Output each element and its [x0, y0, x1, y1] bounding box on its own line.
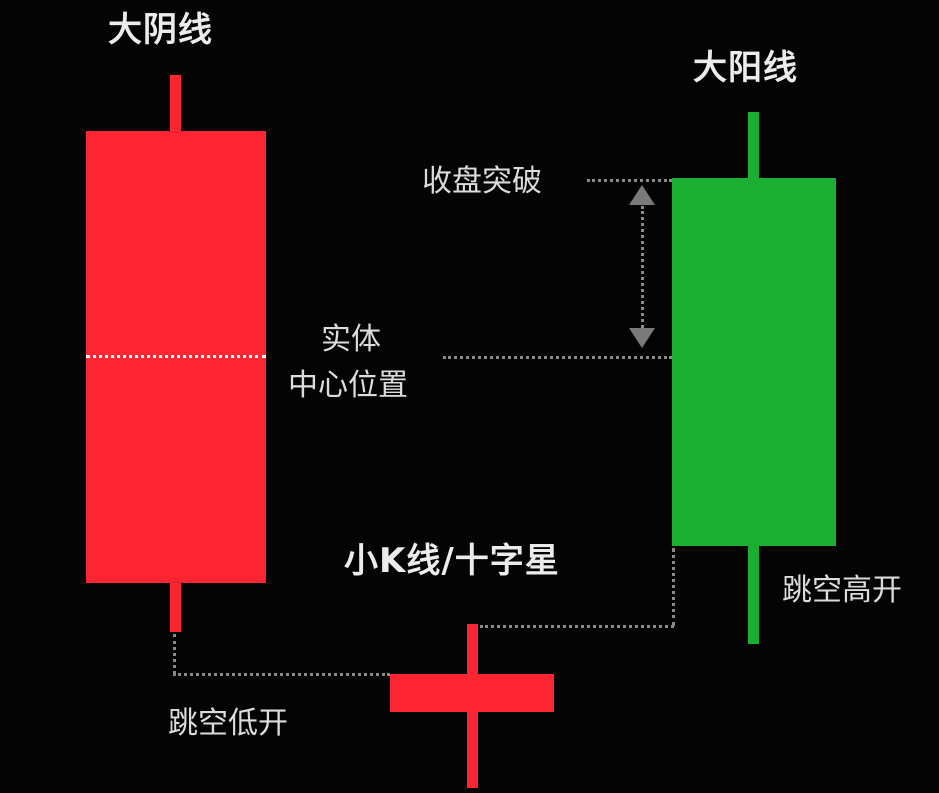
- gap-up-vertical-guide: [672, 548, 675, 626]
- bullish-candle-lower-wick: [748, 543, 759, 644]
- arrow-down-icon: [629, 328, 655, 348]
- bearish-title: 大阴线: [108, 10, 213, 50]
- bearish-candle-upper-wick: [170, 75, 181, 135]
- bullish-candle-body: [672, 178, 836, 546]
- body-center-line: [86, 355, 266, 358]
- distance-arrow-shaft: [641, 206, 644, 328]
- gap-down-label: 跳空低开: [168, 706, 288, 741]
- bullish-candle-upper-wick: [748, 112, 759, 182]
- gap-up-label: 跳空高开: [782, 573, 902, 608]
- body-center-label-line2: 中心位置: [288, 368, 408, 403]
- close-breakout-label: 收盘突破: [422, 164, 542, 199]
- body-center-guide: [443, 356, 672, 359]
- body-center-label-line1: 实体: [321, 322, 381, 357]
- bearish-candle-lower-wick: [170, 580, 181, 632]
- close-breakout-guide: [587, 179, 672, 182]
- gap-up-horizontal-guide: [480, 625, 674, 628]
- arrow-up-icon: [629, 185, 655, 205]
- doji-body: [390, 674, 554, 712]
- gap-down-horizontal-guide: [173, 673, 390, 676]
- bullish-title: 大阳线: [693, 48, 798, 88]
- small-candle-title: 小K线/十字星: [344, 541, 560, 581]
- gap-down-vertical-guide: [173, 634, 176, 674]
